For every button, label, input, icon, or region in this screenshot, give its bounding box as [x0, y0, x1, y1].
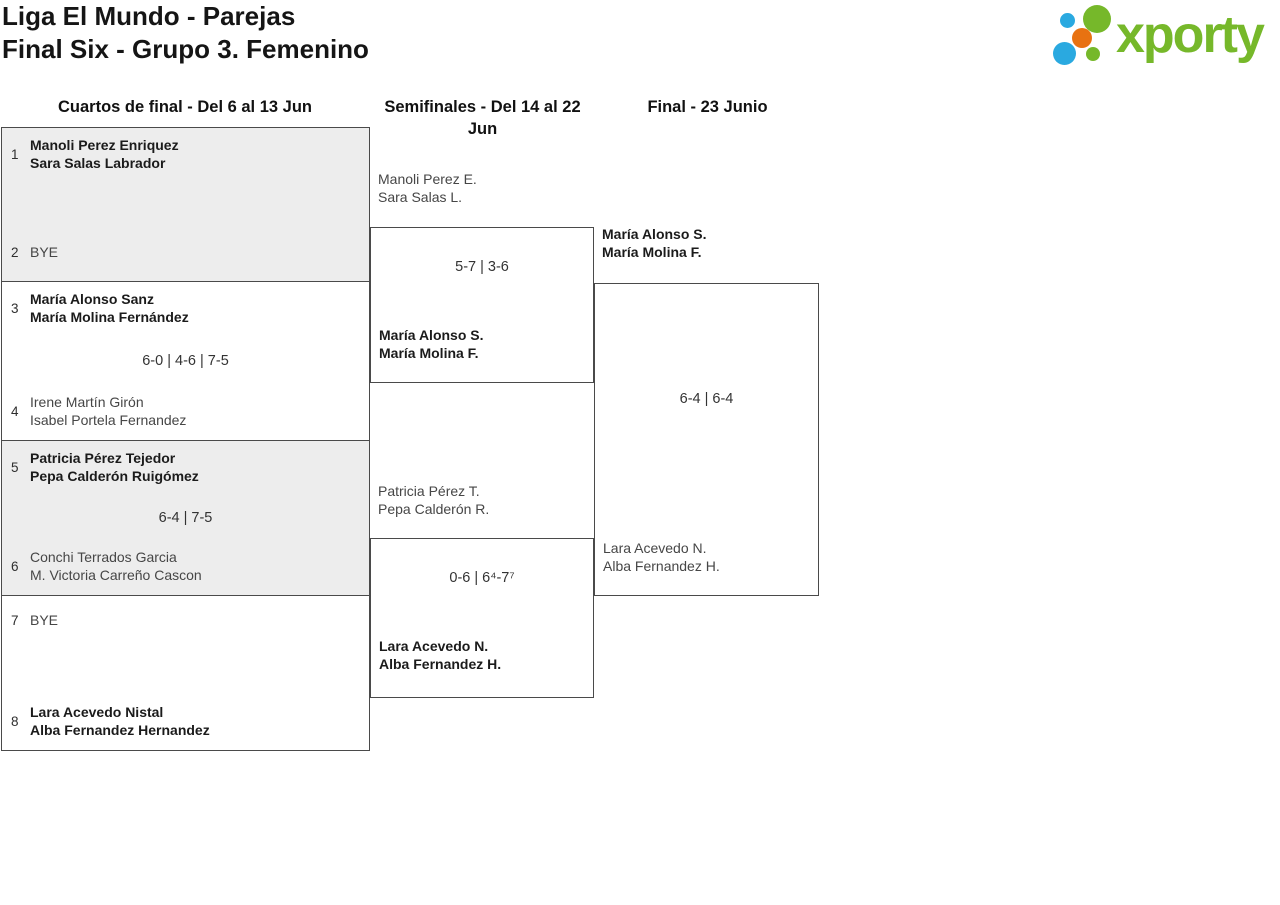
- team-line: Lara Acevedo N.: [603, 540, 707, 556]
- team-line: Pepa Calderón R.: [378, 501, 490, 517]
- team-name: BYE: [30, 244, 58, 262]
- team-name: Irene Martín Girón Isabel Portela Fernan…: [30, 394, 186, 429]
- team-line: Sara Salas L.: [378, 189, 463, 205]
- bracket-slot-seed-7: 7 BYE: [11, 612, 58, 630]
- match-final[interactable]: 6-4 | 6-4 Lara Acevedo N. Alba Fernandez…: [594, 283, 819, 596]
- team-name: BYE: [30, 612, 58, 630]
- semifinal-1-winner-team: María Alonso S. María Molina F.: [379, 326, 484, 362]
- team-line: María Alonso Sanz: [30, 291, 154, 307]
- seed-number: 8: [11, 714, 19, 729]
- team-name: Manoli Perez Enriquez Sara Salas Labrado…: [30, 137, 179, 172]
- match-score: 6-0 | 4-6 | 7-5: [142, 353, 229, 369]
- logo-dot-green-small-icon: [1086, 47, 1100, 61]
- team-line: María Molina F.: [379, 345, 479, 361]
- team-line: Irene Martín Girón: [30, 394, 144, 410]
- team-line: Manoli Perez E.: [378, 171, 477, 187]
- team-line: María Molina F.: [602, 244, 702, 260]
- bracket-slot-seed-2: 2 BYE: [11, 244, 58, 262]
- bracket-slot-seed-3: 3 María Alonso Sanz María Molina Fernánd…: [11, 291, 189, 326]
- page-title-line1: Liga El Mundo - Parejas: [2, 1, 296, 31]
- team-line: Lara Acevedo Nistal: [30, 704, 164, 720]
- xporty-logo[interactable]: xporty: [1048, 4, 1280, 68]
- match-score: 6-4 | 6-4: [679, 391, 734, 407]
- match-semifinal-1[interactable]: 5-7 | 3-6 María Alonso S. María Molina F…: [370, 227, 594, 383]
- bracket-slot-seed-5: 5 Patricia Pérez Tejedor Pepa Calderón R…: [11, 450, 199, 485]
- round-header-final: Final - 23 Junio: [647, 98, 768, 116]
- match-score: 5-7 | 3-6: [455, 259, 509, 275]
- seed-number: 2: [11, 244, 19, 260]
- team-line: Alba Fernandez Hernandez: [30, 721, 210, 738]
- match-score: 6-4 | 7-5: [158, 510, 213, 526]
- match-quarterfinal-2[interactable]: 3 María Alonso Sanz María Molina Fernánd…: [1, 281, 370, 441]
- team-line: Pepa Calderón Ruigómez: [30, 467, 199, 484]
- round-header-semifinals: Semifinales - Del 14 al 22 Jun: [384, 98, 581, 138]
- round-header-quarterfinals: Cuartos de final - Del 6 al 13 Jun: [58, 98, 312, 116]
- team-line: M. Victoria Carreño Cascon: [30, 566, 202, 583]
- logo-dot-blue-small-icon: [1060, 13, 1075, 28]
- team-line: María Molina Fernández: [30, 308, 189, 325]
- team-line: BYE: [30, 243, 59, 260]
- bracket-slot-seed-8: 8 Lara Acevedo Nistal Alba Fernandez Her…: [11, 704, 210, 739]
- semifinal-1-top-team: Manoli Perez E. Sara Salas L.: [378, 170, 477, 206]
- team-name: Conchi Terrados Garcia M. Victoria Carre…: [30, 549, 202, 584]
- logo-wordmark: xporty: [1116, 6, 1265, 64]
- seed-number: 1: [11, 147, 19, 162]
- seed-number: 6: [11, 559, 19, 574]
- logo-dot-orange-icon: [1072, 28, 1092, 48]
- team-line: María Alonso S.: [602, 226, 707, 242]
- bracket-slot-seed-1: 1 Manoli Perez Enriquez Sara Salas Labra…: [11, 137, 179, 172]
- team-line: Manoli Perez Enriquez: [30, 137, 179, 153]
- team-line: Patricia Pérez T.: [378, 483, 480, 499]
- team-line: Conchi Terrados Garcia: [30, 549, 177, 565]
- team-name: María Alonso Sanz María Molina Fernández: [30, 291, 189, 326]
- seed-number: 4: [11, 404, 19, 419]
- team-line: Alba Fernandez H.: [603, 558, 720, 574]
- page-title-line2: Final Six - Grupo 3. Femenino: [2, 34, 369, 64]
- final-bottom-team: Lara Acevedo N. Alba Fernandez H.: [603, 539, 720, 575]
- match-score: 0-6 | 6⁴-7⁷: [449, 570, 515, 586]
- match-quarterfinal-1[interactable]: 1 Manoli Perez Enriquez Sara Salas Labra…: [1, 127, 370, 282]
- seed-number: 7: [11, 613, 19, 629]
- team-name: Lara Acevedo Nistal Alba Fernandez Herna…: [30, 704, 210, 739]
- match-quarterfinal-3[interactable]: 5 Patricia Pérez Tejedor Pepa Calderón R…: [1, 440, 370, 596]
- logo-dot-blue-large-icon: [1053, 42, 1076, 65]
- semifinal-2-winner-team: Lara Acevedo N. Alba Fernandez H.: [379, 637, 501, 673]
- bracket-slot-seed-4: 4 Irene Martín Girón Isabel Portela Fern…: [11, 394, 186, 429]
- team-name: Patricia Pérez Tejedor Pepa Calderón Rui…: [30, 450, 199, 485]
- match-quarterfinal-4[interactable]: 7 BYE 8 Lara Acevedo Nistal Alba Fernand…: [1, 595, 370, 751]
- seed-number: 3: [11, 301, 19, 316]
- team-line: María Alonso S.: [379, 327, 484, 343]
- team-line: BYE: [30, 612, 59, 628]
- team-line: Isabel Portela Fernandez: [30, 411, 187, 428]
- bracket-slot-seed-6: 6 Conchi Terrados Garcia M. Victoria Car…: [11, 549, 202, 584]
- team-line: Patricia Pérez Tejedor: [30, 450, 176, 466]
- seed-number: 5: [11, 460, 19, 475]
- final-top-team: María Alonso S. María Molina F.: [602, 225, 707, 261]
- team-line: Lara Acevedo N.: [379, 638, 489, 654]
- logo-dot-green-large-icon: [1083, 5, 1111, 33]
- page-title: Liga El Mundo - Parejas Final Six - Grup…: [2, 0, 369, 66]
- team-line: Sara Salas Labrador: [30, 154, 166, 171]
- team-line: Alba Fernandez H.: [379, 656, 502, 672]
- match-semifinal-2[interactable]: 0-6 | 6⁴-7⁷ Lara Acevedo N. Alba Fernand…: [370, 538, 594, 698]
- semifinal-2-top-team: Patricia Pérez T. Pepa Calderón R.: [378, 482, 489, 518]
